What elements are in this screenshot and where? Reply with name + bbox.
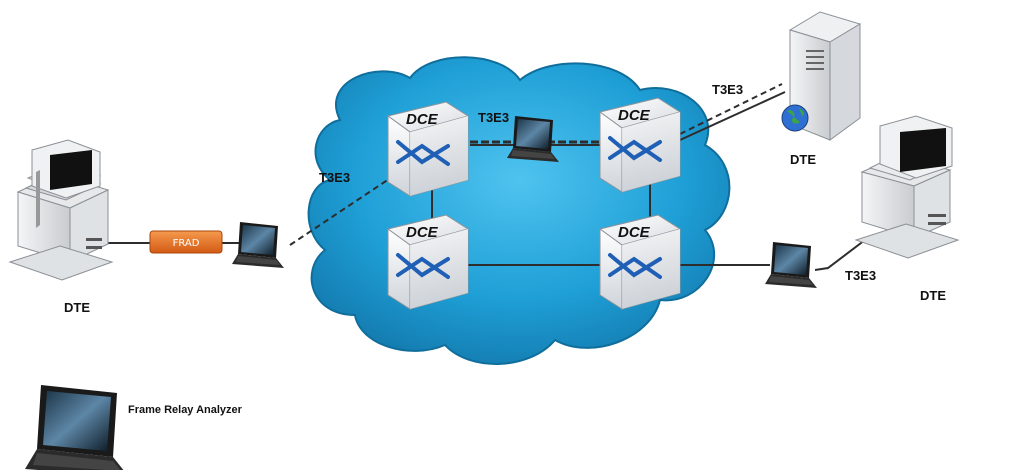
- analyzer-laptop-left: [232, 222, 284, 268]
- legend-analyzer-label: Frame Relay Analyzer: [128, 404, 242, 416]
- dce-bottom-right: DCE: [599, 214, 681, 310]
- link-server-dashed: [679, 83, 783, 135]
- dte-left-computer: [8, 139, 114, 281]
- dte-server: [781, 11, 862, 141]
- analyzer-laptop-right: [765, 242, 817, 288]
- link-label-server: T3E3: [712, 82, 744, 97]
- switch-arrows-icon: [608, 253, 662, 279]
- legend-laptop-icon: [25, 385, 129, 475]
- link-label-right: T3E3: [845, 268, 877, 283]
- dte-server-label: DTE: [790, 152, 816, 167]
- dte-right-label: DTE: [920, 288, 946, 303]
- frad-label: FRAD: [173, 238, 200, 249]
- switch-arrows-icon: [396, 253, 450, 279]
- dce-top-left: DCE: [387, 101, 469, 197]
- dce-top-right-label: DCE: [618, 107, 651, 124]
- dce-bottom-right-label: DCE: [618, 224, 651, 241]
- dce-bottom-left-label: DCE: [406, 224, 439, 241]
- frad-device: FRAD: [149, 230, 223, 254]
- link-label-left: T3E3: [319, 170, 351, 185]
- link-analyzer-dte-right: [814, 239, 875, 271]
- link-label-top: T3E3: [478, 110, 510, 125]
- switch-arrows-icon: [396, 140, 450, 166]
- analyzer-laptop-top: [507, 116, 559, 162]
- switch-arrows-icon: [608, 136, 662, 162]
- dce-top-left-label: DCE: [406, 111, 439, 128]
- dte-right-computer: [854, 115, 960, 259]
- link-dce-server: [679, 91, 786, 141]
- dce-top-right: DCE: [599, 97, 681, 193]
- dte-left-label: DTE: [64, 300, 90, 315]
- dce-bottom-left: DCE: [387, 214, 469, 310]
